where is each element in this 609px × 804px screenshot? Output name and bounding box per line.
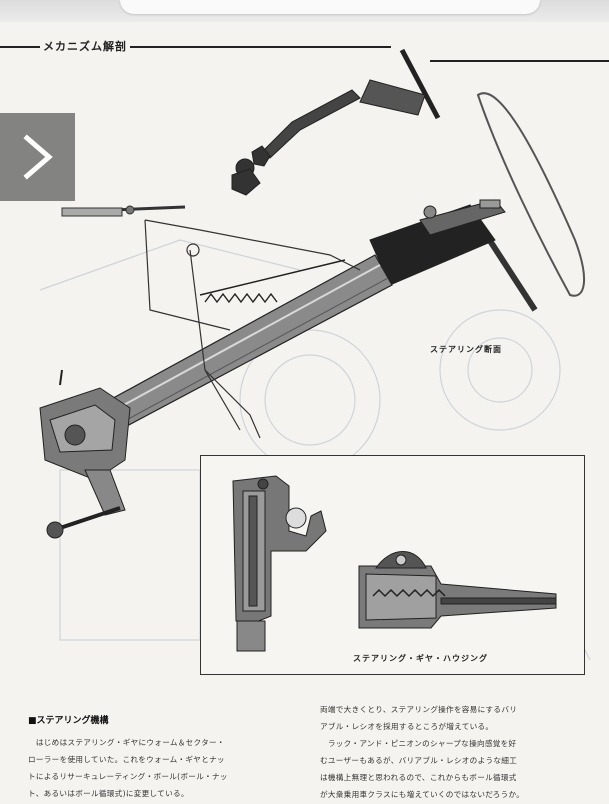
left-line: はじめはステアリング・ギヤにウォーム＆セクター・ bbox=[28, 738, 225, 747]
steering-column-head bbox=[369, 199, 506, 286]
exploded-steering-shaft bbox=[231, 48, 441, 196]
chevron-right-icon bbox=[22, 134, 53, 180]
section-title: メカニズム解剖 bbox=[40, 38, 130, 54]
caption-steering-cross-section: ステアリング断面 bbox=[430, 345, 502, 354]
article-left-column: はじめはステアリング・ギヤにウォーム＆セクター・ ローラーを使用していた。これを… bbox=[28, 734, 228, 802]
right-line: むユーザーもあるが、バリアブル・レシオのような細工 bbox=[320, 756, 518, 765]
dash-bracket bbox=[144, 219, 361, 439]
viewer-tab bbox=[120, 0, 540, 14]
viewer-top-bar bbox=[0, 0, 609, 22]
steering-gearbox bbox=[39, 369, 131, 539]
left-line: ローラーを使用していた。これをウォーム・ギヤとナッ bbox=[28, 755, 225, 764]
pushrod bbox=[61, 205, 186, 217]
right-line: ラック・アンド・ピニオンのシャープな操向感覚を好 bbox=[320, 739, 517, 748]
steering-wheel-rim bbox=[476, 92, 586, 297]
header-rule-left bbox=[0, 46, 40, 48]
article-right-column: 両端で大きくとり、ステアリング操作を容易にするバリ アブル・レシオを採用するとこ… bbox=[320, 701, 524, 803]
right-line: アブル・レシオを採用するところが増えている。 bbox=[320, 722, 494, 731]
next-page-button[interactable] bbox=[0, 113, 75, 201]
right-line: は機構上無理と思われるので、これからもボール循環式 bbox=[320, 773, 517, 782]
linkage-rod bbox=[199, 259, 346, 304]
right-line: 両端で大きくとり、ステアリング操作を容易にするバリ bbox=[320, 705, 518, 714]
caption-steering-gear-housing: ステアリング・ギヤ・ハウジング bbox=[353, 654, 488, 663]
gear-housing-cutaway bbox=[232, 475, 557, 652]
gear-housing-inset: ステアリング・ギヤ・ハウジング bbox=[200, 455, 585, 675]
header-rule-right bbox=[430, 60, 609, 62]
article-heading: ■ステアリング機構 bbox=[28, 716, 109, 726]
header-rule-middle bbox=[126, 46, 391, 48]
right-line: が大衆乗用車クラスにも増えていくのではないだろうか。 bbox=[320, 790, 525, 799]
left-line: トによるリサーキュレーティング・ボール(ボール・ナッ bbox=[28, 772, 228, 781]
left-line: ト、あるいはボール循環式)に変更している。 bbox=[28, 789, 189, 798]
